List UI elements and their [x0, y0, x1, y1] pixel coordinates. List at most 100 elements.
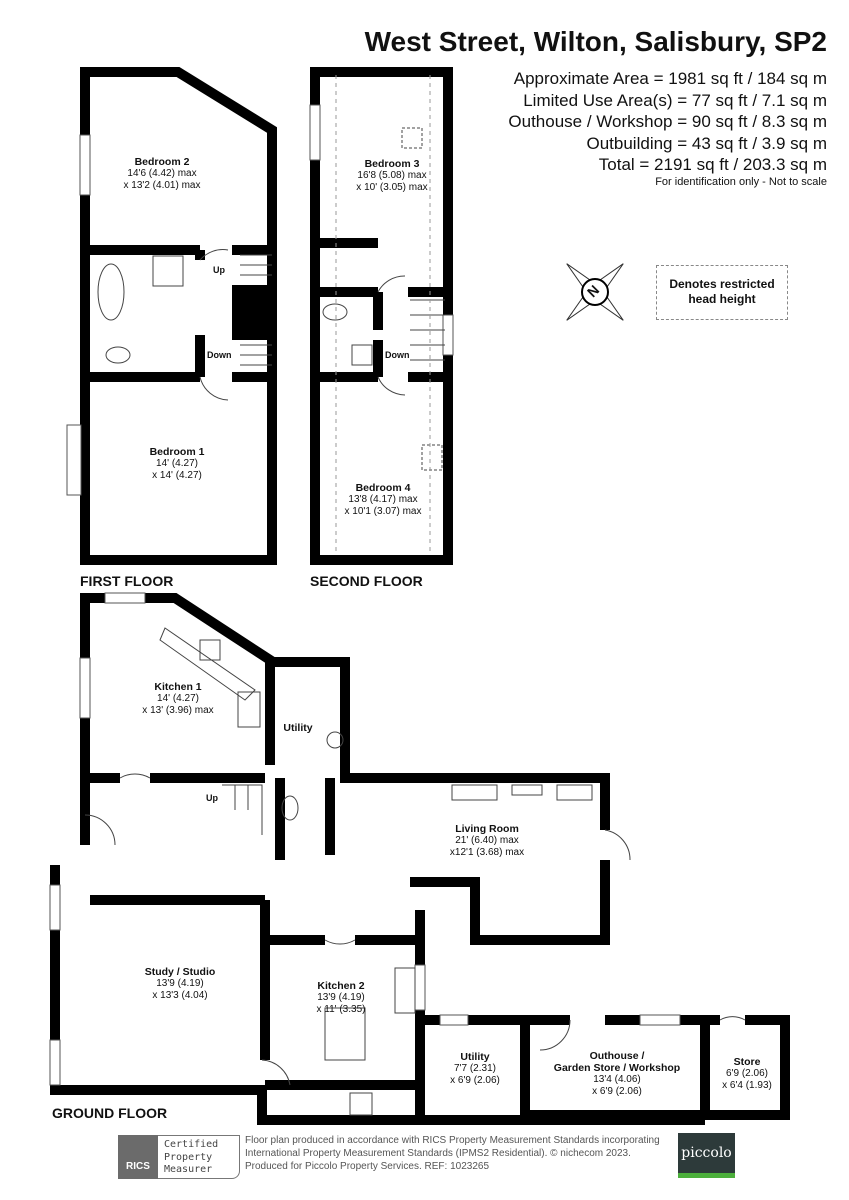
rics-logo-text: RICS [126, 1161, 150, 1172]
room-dims: 14'6 (4.42) max [127, 168, 197, 179]
room-kitchen-1: Kitchen 1 14' (4.27) x 13' (3.96) max [142, 681, 213, 717]
basin [326, 731, 344, 749]
room-dims: 13'4 (4.06) [593, 1074, 641, 1085]
room-study-studio: Study / Studio 13'9 (4.19) x 13'3 (4.04) [145, 966, 216, 1002]
door-swing [84, 249, 746, 1086]
stairs-up-label: Up [206, 793, 218, 803]
property-title: West Street, Wilton, Salisbury, SP2 [364, 26, 827, 57]
room-name: Kitchen 2 [317, 980, 365, 992]
skylight [421, 444, 443, 471]
ground-floor-wall [415, 1015, 790, 1120]
toilet [281, 795, 299, 821]
room-name: Bedroom 2 [134, 156, 190, 168]
bath [97, 263, 125, 321]
room-dims: x 13' (3.96) max [142, 705, 214, 716]
restricted-head-height-legend: Denotes restricted head height [656, 265, 788, 320]
room-dims: x 11' (3.35) [316, 1004, 366, 1015]
stairs-first [240, 254, 272, 366]
room-bedroom-1: Bedroom 1 14' (4.27) x 14' (4.27) [150, 446, 205, 482]
room-outhouse: Outhouse / Garden Store / Workshop 13'4 … [554, 1050, 680, 1098]
room-name: Garden Store / Workshop [553, 1062, 681, 1074]
badge-line: Property [164, 1151, 213, 1163]
ground-floor-wall [50, 865, 705, 1125]
footer-line: International Property Measurement Stand… [245, 1148, 631, 1159]
room-name: Study / Studio [144, 966, 216, 978]
worktop [159, 627, 256, 701]
room-dims: 14' (4.27) [156, 458, 198, 469]
area-line: Outbuilding = 43 sq ft / 3.9 sq m [586, 133, 828, 153]
room-utility-1: Utility [283, 722, 312, 734]
room-dims: 16'8 (5.08) max [357, 170, 427, 181]
stairs-down-label: Down [385, 350, 410, 360]
room-name: Utility [460, 1051, 490, 1063]
certified-measurer-badge: Certified Property Measurer [158, 1135, 240, 1179]
footer-statement: Floor plan produced in accordance with R… [245, 1134, 660, 1173]
fixtures [84, 75, 746, 1116]
second-floor-wall [315, 238, 448, 382]
room-dims: 13'9 (4.19) [156, 978, 204, 989]
brand-logo-text: piccolo [681, 1145, 732, 1161]
stair-block [232, 285, 272, 340]
stairs-up-label: Up [213, 265, 225, 275]
room-dims: x 10'1 (3.07) max [344, 506, 422, 517]
piccolo-logo: piccolo [678, 1133, 735, 1178]
shower [351, 344, 373, 366]
area-summary: Approximate Area = 1981 sq ft / 184 sq m… [508, 68, 827, 176]
room-name: Store [733, 1056, 761, 1068]
hob [349, 1092, 373, 1116]
room-dims: x 6'9 (2.06) [592, 1086, 642, 1097]
room-bedroom-4: Bedroom 4 13'8 (4.17) max x 10'1 (3.07) … [345, 482, 422, 518]
toilet [322, 303, 348, 321]
floor-label-second: SECOND FLOOR [310, 573, 423, 589]
room-bedroom-3: Bedroom 3 16'8 (5.08) max x 10' (3.05) m… [356, 158, 427, 194]
area-line: Total = 2191 sq ft / 203.3 sq m [598, 155, 827, 174]
room-dims: x 6'9 (2.06) [450, 1075, 500, 1086]
room-dims: 7'7 (2.31) [454, 1063, 496, 1074]
stairs-second [410, 299, 445, 361]
room-dims: 21' (6.40) max [455, 835, 519, 846]
floor-label-first: FIRST FLOOR [80, 573, 174, 589]
ground-floor-wall [265, 910, 425, 1040]
restricted-line [335, 75, 431, 555]
room-store: Store 6'9 (2.06) x 6'4 (1.93) [722, 1056, 772, 1092]
room-dims: x12'1 (3.68) max [449, 847, 525, 858]
room-dims: x 10' (3.05) max [356, 182, 428, 193]
room-name: Living Room [455, 823, 519, 835]
rics-logo: RICS [118, 1135, 158, 1179]
room-name: Utility [283, 722, 313, 734]
sink [394, 967, 416, 1014]
room-name: Bedroom 4 [355, 482, 411, 494]
room-dims: 13'9 (4.19) [317, 992, 365, 1003]
skylight [401, 127, 423, 149]
fireplace [511, 784, 543, 796]
area-line: Outhouse / Workshop = 90 sq ft / 8.3 sq … [508, 112, 827, 131]
disclaimer: For identification only - Not to scale [655, 176, 827, 188]
compass-icon [559, 263, 624, 328]
legend-line: head height [688, 292, 756, 306]
area-line: Approximate Area = 1981 sq ft / 184 sq m [513, 69, 827, 88]
footer-line: Floor plan produced in accordance with R… [245, 1135, 660, 1146]
ground-floor-wall [270, 657, 610, 945]
fireplace [556, 784, 593, 801]
room-utility-2: Utility 7'7 (2.31) x 6'9 (2.06) [450, 1051, 500, 1087]
room-dims: 13'8 (4.17) max [348, 494, 418, 505]
floor-label-ground: GROUND FLOOR [52, 1105, 168, 1121]
sink [237, 691, 261, 728]
footer-line: Produced for Piccolo Property Services. … [245, 1161, 490, 1172]
room-living-room: Living Room 21' (6.40) max x12'1 (3.68) … [450, 823, 524, 859]
fireplace [451, 784, 498, 801]
badge-line: Certified [164, 1139, 219, 1150]
room-name: Bedroom 3 [364, 158, 420, 170]
room-name: Bedroom 1 [149, 446, 205, 458]
stairs-down-label: Down [207, 350, 232, 360]
toilet [105, 346, 131, 364]
room-dims: x 13'3 (4.04) [152, 990, 208, 1001]
room-dims: x 14' (4.27) [152, 470, 202, 481]
room-name: Outhouse / [589, 1050, 645, 1062]
shower [152, 255, 184, 287]
room-dims: x 6'4 (1.93) [722, 1080, 772, 1091]
room-name: Kitchen 1 [154, 681, 202, 693]
area-line: Limited Use Area(s) = 77 sq ft / 7.1 sq … [523, 90, 827, 110]
room-bedroom-2: Bedroom 2 14'6 (4.42) max x 13'2 (4.01) … [124, 156, 201, 192]
